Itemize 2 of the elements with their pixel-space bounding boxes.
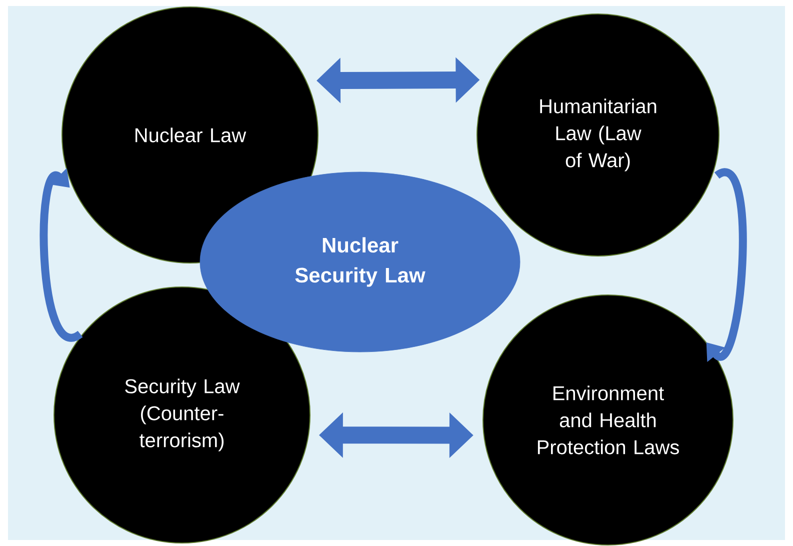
curved-arrow	[40, 168, 82, 342]
curved-arrow	[706, 168, 747, 362]
